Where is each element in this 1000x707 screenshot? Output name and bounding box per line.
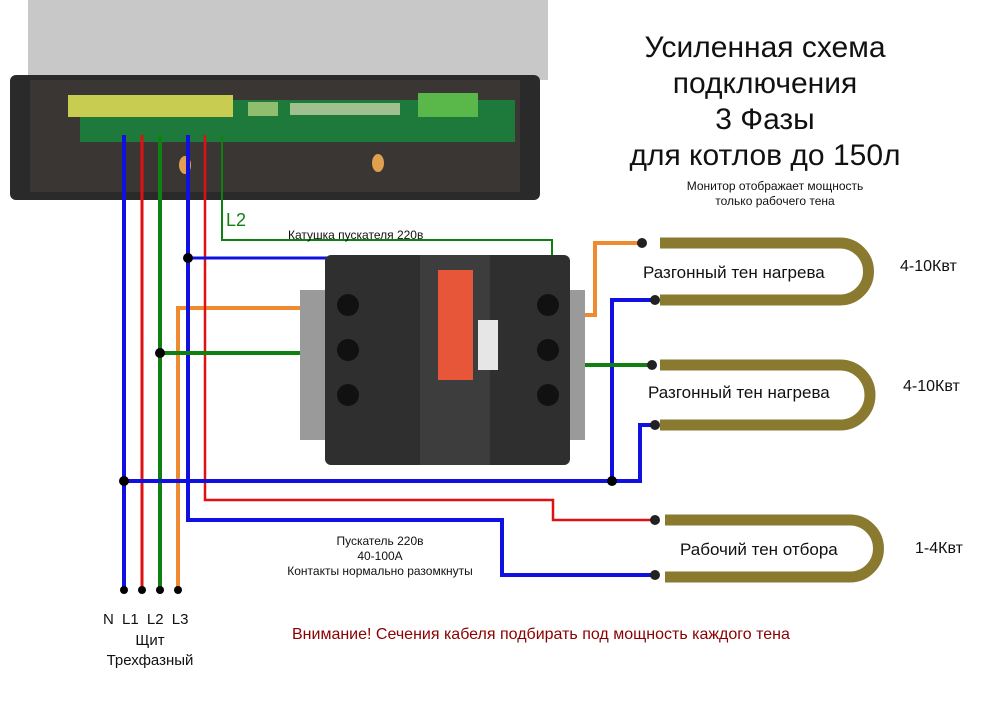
heater-power: 4-10Квт [903, 378, 960, 395]
heater-terminals [637, 238, 660, 580]
note-line: 40-100А [357, 549, 403, 563]
terminal-label: L3 [171, 611, 189, 628]
panel-line: Трехфазный [106, 652, 194, 669]
note-line: только рабочего тена [715, 194, 835, 208]
contactor-note: Пускатель 220в 40-100А Контакты нормальн… [260, 534, 500, 579]
panel-terminals: N L1 L2 L3 [103, 611, 188, 628]
wire-coil-n [188, 256, 329, 285]
heaters [660, 237, 884, 583]
wire-l3-main [176, 306, 330, 590]
panel-label: Щит Трехфазный [90, 631, 210, 671]
heater-label: Разгонный тен нагрева [643, 263, 825, 283]
title-line: подключения [672, 67, 858, 100]
note-line: Монитор отображает мощность [686, 179, 864, 193]
terminal-label: N [103, 611, 114, 628]
wire-l1-controller [203, 135, 655, 522]
contactor [300, 255, 585, 465]
heater-2 [660, 359, 876, 431]
junction-dots [119, 253, 617, 594]
monitor-note: Монитор отображает мощность только рабоч… [655, 179, 895, 209]
terminal-label: L2 [146, 611, 164, 628]
terminal-label: L1 [122, 611, 139, 628]
warning-text: Внимание! Сечения кабеля подбирать под м… [292, 626, 790, 643]
heater-label: Рабочий тен отбора [680, 540, 838, 560]
note-line: Контакты нормально разомкнуты [287, 564, 473, 578]
coil-label: Катушка пускателя 220в [288, 228, 424, 242]
title-line: Усиленная схема [644, 31, 886, 64]
wire-n-controller [186, 135, 655, 577]
title-line: для котлов до 150л [629, 139, 901, 172]
heater-power: 1-4Квт [915, 540, 963, 557]
heater-1 [660, 237, 874, 306]
wire-n-bus [124, 298, 655, 483]
note-line: Пускатель 220в [336, 534, 424, 548]
title-line: 3 Фазы [715, 103, 815, 136]
panel-line: Щит [135, 632, 165, 649]
l2-label: L2 [226, 210, 247, 230]
diagram-title: Усиленная схема подключения 3 Фазы для к… [600, 30, 930, 174]
wire-n-heater2 [612, 423, 655, 483]
heater-power: 4-10Квт [900, 258, 957, 275]
heater-label: Разгонный тен нагрева [648, 383, 830, 403]
heater-3 [665, 514, 884, 583]
controller-unit [10, 0, 548, 200]
